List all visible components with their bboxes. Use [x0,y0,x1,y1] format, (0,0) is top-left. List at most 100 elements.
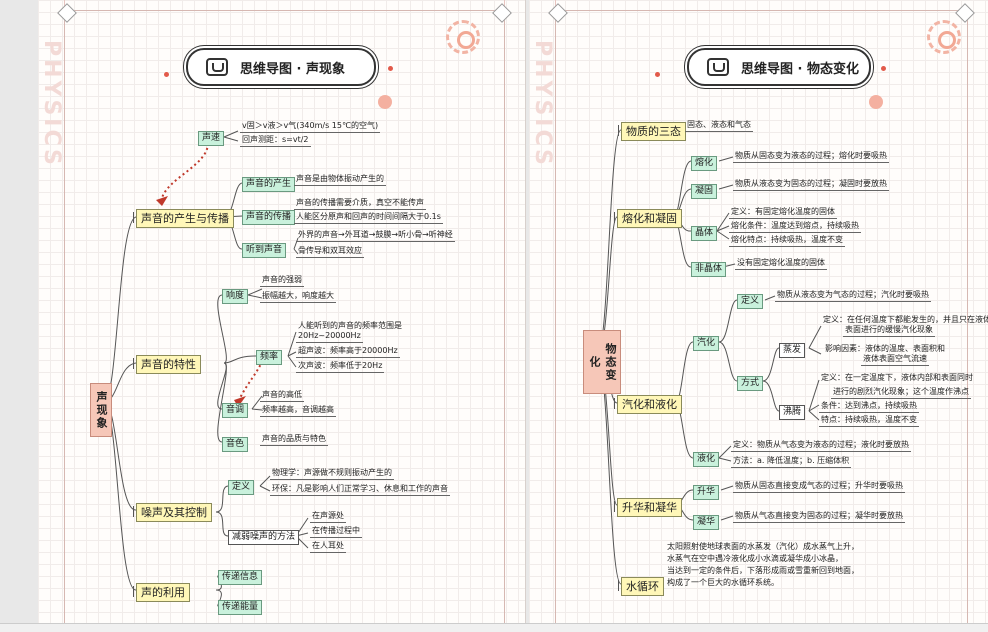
leaf: 骨传导和双耳效应 [296,246,364,258]
node-amorphous: 非晶体 [691,262,727,277]
leaf: 物质从气态直接变为固态的过程；凝华时要放热 [733,511,905,523]
leaf: 条件：达到沸点，持续吸热 [819,401,919,413]
node-vaporize-def: 定义 [737,294,764,309]
node-production-group: 声音的产生与传播 [133,209,234,228]
node-features-group: 声音的特性 [133,355,201,374]
node-evaporate: 蒸发 [779,343,806,358]
water-cycle-line: 构成了一个巨大的水循环系统。 [667,578,779,587]
node-noise-group: 噪声及其控制 [133,503,212,522]
node-timbre: 音色 [222,437,249,452]
node-liquefy: 液化 [693,452,720,467]
node-vapor-group: 汽化和液化 [614,395,682,414]
leaf: 表面进行的缓慢汽化现象 [843,325,935,337]
node-propagation: 声音的传播 [242,210,296,225]
root-node: 声现象 [90,383,112,437]
leaf: 人能听到的声音的频率范围是 [298,321,402,330]
leaf: 物理学：声源做不规则振动产生的 [270,468,394,480]
page-title: 思维导图 · 物态变化 [687,48,871,86]
leaf: 影响因素：液体的温度、表面积和 [825,344,945,353]
leaf: 回声测距：s=vt/2 [240,135,311,147]
connector-lines [596,125,822,585]
leaf: 没有固定熔化温度的固体 [735,258,827,270]
leaf: 物质从固态变为液态的过程；熔化时要吸热 [733,151,889,163]
leaf: 液体表面空气流速 [861,354,929,366]
node-sublime-group: 升华和凝华 [614,498,682,517]
leaf: 熔化条件：温度达到熔点，持续吸热 [729,221,861,233]
page-states-of-matter: PHYSICS 思维导图 · 物态变化 [529,0,988,623]
leaf: 环保：凡是影响人们正常学习、休息和工作的声音 [270,484,450,496]
leaf: 物质从固态直接变成气态的过程；升华时要吸热 [733,481,905,493]
page-sound: PHYSICS 思维导图 · 声现象 [38,0,526,623]
node-frequency: 频率 [256,350,283,365]
node-melting: 熔化 [691,156,718,171]
leaf: 在声源处 [310,511,346,523]
node-production: 声音的产生 [242,177,296,192]
node-vaporize: 汽化 [693,336,720,351]
leaf: 固态、液态和气态 [685,120,753,132]
node-melt-group: 熔化和凝固 [614,209,682,228]
node-loudness: 响度 [222,289,249,304]
leaf: 定义：物质从气态变为液态的过程；液化时要放热 [731,440,911,452]
root-node: 物态变化 [583,330,621,394]
sun-decoration [927,20,961,54]
dot-decoration [378,95,392,109]
dot-decoration [881,66,886,71]
node-water-cycle: 水循环 [618,577,664,596]
viewer-status-bar[interactable] [0,623,988,632]
node-solidify: 凝固 [691,184,718,199]
node-boil: 沸腾 [779,405,806,420]
page-title: 思维导图 · 声现象 [186,48,376,86]
water-cycle-line: 太阳照射使地球表面的水蒸发（汽化）成水蒸气上升， [667,542,859,551]
node-sublime: 升华 [693,485,720,500]
leaf: 在人耳处 [310,541,346,553]
leaf: 频率越高，音调越高 [260,405,336,417]
leaf: 人能区分原声和回声的时间间隔大于0.1s [294,212,443,224]
leaf: 定义：在任何温度下都能发生的，并且只在液体 [823,315,988,324]
page-title-text: 思维导图 · 声现象 [240,61,345,77]
page-title-text: 思维导图 · 物态变化 [741,61,859,77]
leaf: 物质从液态变为固态的过程；凝固时要放热 [733,179,889,191]
sun-decoration [446,20,480,54]
leaf: 外界的声音→外耳道→鼓膜→听小骨→听神经 [296,230,455,242]
node-way: 方式 [737,376,764,391]
leaf: 声音的传播需要介质，真空不能传声 [294,198,426,210]
leaf: 进行的剧烈汽化现象；这个温度作沸点 [831,387,971,399]
leaf: 声音的强弱 [260,275,304,287]
node-use-info: 传递信息 [218,570,263,585]
leaf: 在传播过程中 [310,526,362,538]
node-crystal: 晶体 [691,226,718,241]
leaf: 声音是由物体振动产生的 [294,174,386,186]
node-three-states: 物质的三态 [618,122,686,141]
leaf: 熔化特点：持续吸热，温度不变 [729,235,845,247]
node-use-group: 声的利用 [133,583,190,602]
leaf: 方法：a. 降低温度；b. 压缩体积 [731,456,852,468]
leaf: 20Hz~20000Hz [296,331,363,343]
leaf: 特点：持续吸热，温度不变 [819,415,919,427]
dot-decoration [388,66,393,71]
logo-icon [206,58,228,76]
node-definition: 定义 [228,480,255,495]
leaf: 超声波：频率高于20000Hz [296,346,400,358]
node-use-energy: 传递能量 [218,600,263,615]
leaf: 物质从液态变为气态的过程；汽化时要吸热 [775,290,931,302]
node-pitch: 音调 [222,403,249,418]
node-deposit: 凝华 [693,515,720,530]
leaf: 次声波：频率低于20Hz [296,361,385,373]
logo-icon [707,58,729,76]
page-border [64,10,505,623]
leaf: 定义：在一定温度下，液体内部和表面同时 [821,373,973,382]
dot-decoration [164,72,169,77]
leaf: 声音的品质与特色 [260,434,328,446]
leaf: 定义：有固定熔化温度的固体 [729,207,837,219]
dot-decoration [869,95,883,109]
node-reduce: 减弱噪声的方法 [228,530,300,545]
leaf: 振幅越大，响度越大 [260,291,336,303]
water-cycle-line: 水蒸气在空中遇冷液化成小水滴或凝华成小冰晶， [667,554,843,563]
leaf: 声音的高低 [260,390,304,402]
water-cycle-line: 当达到一定的条件后，下落形成雨或雪重新回到地面， [667,566,859,575]
node-hearing: 听到声音 [242,243,287,258]
node-speed: 声速 [198,131,225,146]
page-border [555,10,968,623]
leaf: v固＞v液＞v气(340m/s 15℃的空气) [240,121,381,133]
dot-decoration [655,72,660,77]
